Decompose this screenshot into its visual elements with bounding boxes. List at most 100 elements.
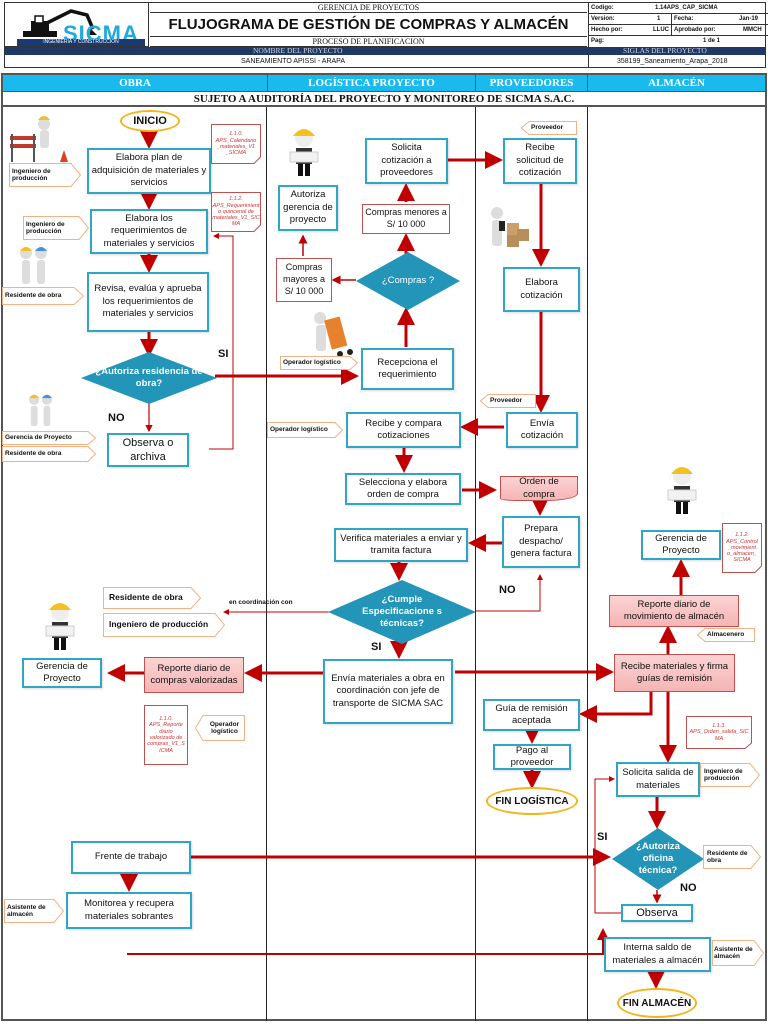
decision-cumple-especificaciones: ¿Cumple Especificacione s técnicas? xyxy=(328,580,476,644)
report-compras-valorizadas: Reporte diario de compras valorizadas xyxy=(144,657,244,693)
step-recibe-compara: Recibe y compara cotizaciones xyxy=(346,412,461,448)
no-label: NO xyxy=(108,412,125,424)
step-selecciona-orden: Selecciona y elabora orden de compra xyxy=(345,473,461,505)
branch-compras-menores: Compras menores a S/ 10 000 xyxy=(362,204,450,234)
lane-divider xyxy=(266,107,267,1021)
manager-helmet-icon xyxy=(667,467,697,514)
step-elabora-requerimientos: Elabora los requerimientos de materiales… xyxy=(90,209,208,254)
step-elabora-plan: Elabora plan de adquisición de materiale… xyxy=(87,148,211,194)
project-name: SANEAMIENTO APISSI - ARAPA xyxy=(241,58,345,65)
yes-label: SI xyxy=(371,641,382,653)
aprobado-value: MMCH xyxy=(743,27,762,33)
role-tag: Ingeniero de producción xyxy=(103,613,225,637)
decision-autoriza-oficina: ¿Autoriza oficina técnica? xyxy=(612,828,704,890)
decision-autoriza-residencia: ¿Autoriza residencia de obra? xyxy=(81,352,217,404)
lane-header-proveedores: PROVEEDORES xyxy=(476,75,588,91)
version-label: Version: xyxy=(591,16,615,22)
document-note: 1.1.2. APS_Control _movimient o_almacen_… xyxy=(722,523,762,573)
no-label: NO xyxy=(680,882,697,894)
step-recibe-materiales: Recibe materiales y firma guías de remis… xyxy=(614,654,735,692)
start-terminal: INICIO xyxy=(120,110,180,132)
document-header: SICMA INGENIERIA Y CONSTRUCCION GERENCIA… xyxy=(4,2,768,68)
step-interna-saldo: Interna saldo de materiales a almacén xyxy=(604,937,711,972)
step-monitorea-recupera: Monitorea y recupera materiales sobrante… xyxy=(66,892,192,929)
role-tag: Gerencia de Proyecto xyxy=(2,431,96,445)
role-tag: Ingeniero de producción xyxy=(23,216,89,240)
step-prepara-despacho: Prepara despacho/ genera factura xyxy=(502,516,580,568)
project-code-label: SIGLAS DEL PROYECTO xyxy=(623,46,707,55)
process-label: PROCESO DE PLANIFICACION xyxy=(150,37,587,47)
logo-subtitle: INGENIERIA Y CONSTRUCCION xyxy=(17,39,145,46)
department-label: GERENCIA DE PROYECTOS xyxy=(150,3,587,13)
step-revisa-aprueba: Revisa, evalúa y aprueba los requerimien… xyxy=(87,272,209,332)
branch-compras-mayores: Compras mayores a S/ 10 000 xyxy=(276,258,332,302)
two-workers-icon xyxy=(20,247,47,284)
step-gerencia-proyecto-almacen: Gerencia de Proyecto xyxy=(641,530,721,560)
hecho-value: LLUC xyxy=(653,27,669,33)
step-autoriza-gerencia: Autoriza gerencia de proyecto xyxy=(278,185,338,231)
role-tag: Almacenero xyxy=(697,628,755,642)
lane-divider xyxy=(475,107,476,1021)
role-tag: Residente de obra xyxy=(2,446,96,462)
step-recepciona-requerimiento: Recepciona el requerimiento xyxy=(361,348,454,390)
role-tag: Asistente de almacén xyxy=(4,899,64,923)
role-tag: Operador logístico xyxy=(267,422,343,438)
step-recibe-solicitud: Recibe solicitud de cotización xyxy=(503,138,577,184)
manager-helmet-icon xyxy=(45,603,75,650)
step-gerencia-proyecto: Gerencia de Proyecto xyxy=(22,658,102,688)
role-tag: Ingeniero de producción xyxy=(9,163,81,187)
step-guia-remision: Guía de remisión aceptada xyxy=(483,699,580,731)
yes-label: SI xyxy=(218,348,229,360)
role-tag: Proveedor xyxy=(480,394,536,408)
document-note: 1.1.0. APS_Calendario _materiales_V1 _SI… xyxy=(211,124,261,164)
step-solicita-cotizacion: Solicita cotización a proveedores xyxy=(365,138,448,184)
fecha-value: Jan-19 xyxy=(739,16,759,22)
role-tag: Asistente de almacén xyxy=(712,940,764,966)
version-value: 1 xyxy=(657,16,661,22)
step-frente-trabajo: Frente de trabajo xyxy=(71,841,191,874)
lane-header-almacen: ALMACÉN xyxy=(588,75,765,91)
page-title: FLUJOGRAMA DE GESTIÓN DE COMPRAS Y ALMAC… xyxy=(150,13,587,37)
no-label: NO xyxy=(499,584,516,596)
step-elabora-cotizacion: Elabora cotización xyxy=(503,267,580,312)
codigo-label: Codigo: xyxy=(591,5,614,11)
step-observa-archiva: Observa o archiva xyxy=(107,433,189,467)
project-label-bar: NOMBRE DEL PROYECTO SIGLAS DEL PROYECTO xyxy=(5,47,765,55)
role-tag: Residente de obra xyxy=(103,587,201,609)
document-note: 1.1.0. APS_Reporte diario valorizado de … xyxy=(144,705,188,765)
coordination-note: en coordinación con xyxy=(229,599,293,606)
role-tag: Residente de obra xyxy=(703,845,761,869)
report-movimiento-almacen: Reporte diario de movimiento de almacén xyxy=(609,595,739,627)
end-terminal-almacen: FIN ALMACÉN xyxy=(617,988,697,1018)
fecha-label: Fecha: xyxy=(671,14,693,25)
codigo-value: 1.14APS_CAP_SICMA xyxy=(655,5,718,11)
project-code: 358199_Saneamiento_Arapa_2018 xyxy=(617,58,728,65)
worker-boxes-icon xyxy=(491,207,529,247)
pag-value: 1 de 1 xyxy=(703,38,721,44)
lane-header-logistica: LOGÍSTICA PROYECTO xyxy=(268,75,476,91)
role-tag: Ingeniero de producción xyxy=(700,763,760,787)
step-verifica-materiales: Verifica materiales a enviar y tramita f… xyxy=(334,528,468,562)
aprobado-label: Aprobado por: xyxy=(671,25,716,36)
worker-handtruck-icon xyxy=(314,312,353,357)
worker-barricade-icon xyxy=(10,116,68,162)
step-solicita-salida: Solicita salida de materiales xyxy=(616,762,700,797)
decision-compras: ¿Compras ? xyxy=(356,252,460,310)
project-name-label: NOMBRE DEL PROYECTO xyxy=(253,46,343,55)
lane-header-obra: OBRA xyxy=(3,75,268,91)
hecho-label: Hecho por: xyxy=(591,27,623,33)
role-tag: Proveedor xyxy=(521,121,577,135)
step-envia-materiales: Envía materiales a obra en coordinación … xyxy=(323,659,453,724)
lane-divider xyxy=(587,107,588,1021)
document-note: 1.1.2. APS_Requerimient o quincenal de m… xyxy=(211,192,261,232)
swimlane-container: OBRA LOGÍSTICA PROYECTO PROVEEDORES ALMA… xyxy=(1,73,767,1021)
audit-subtitle: SUJETO A AUDITORÍA DEL PROYECTO Y MONITO… xyxy=(3,91,765,107)
two-workers-icon xyxy=(29,394,53,427)
document-note: 1.1.3. APS_Orden_salida_SIC MA xyxy=(686,716,752,749)
step-pago-proveedor: Pago al proveedor xyxy=(493,744,571,770)
excavator-icon xyxy=(23,9,97,37)
pag-label: Pag: xyxy=(591,38,605,44)
role-tag: Operador logístico xyxy=(195,715,245,741)
manager-helmet-icon xyxy=(289,129,319,176)
company-logo: SICMA INGENIERIA Y CONSTRUCCION xyxy=(5,3,149,47)
